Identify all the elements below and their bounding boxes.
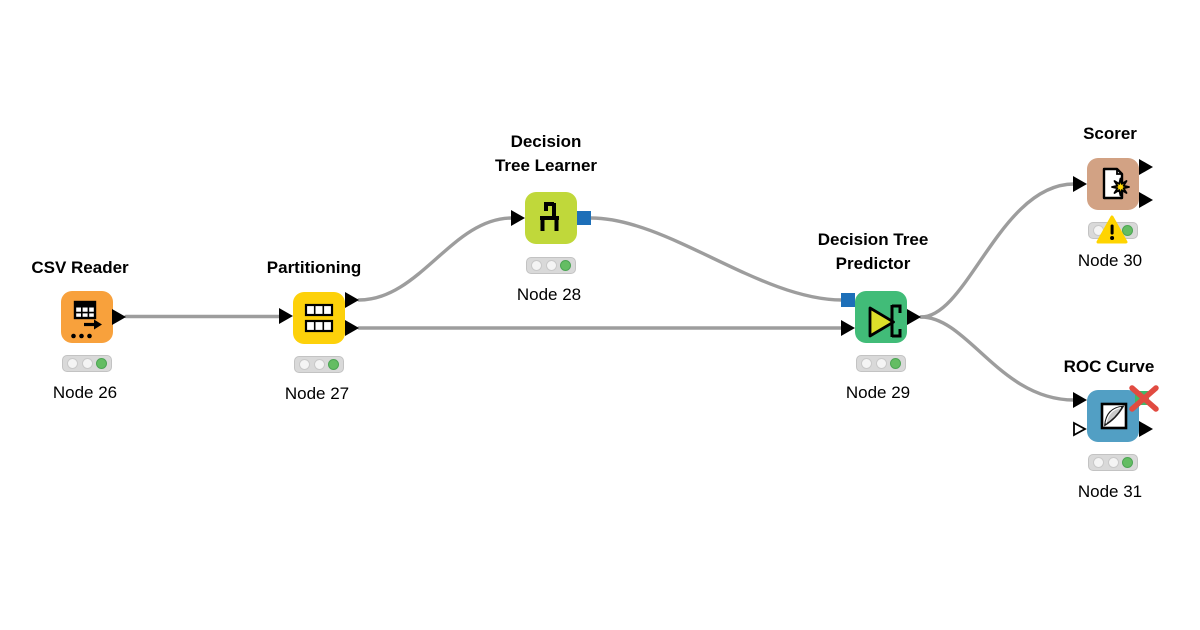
roc-curve-input-port[interactable]	[1073, 392, 1087, 408]
traffic-light-green	[1122, 457, 1133, 468]
partitioning-input-port[interactable]	[279, 308, 293, 324]
decision-tree-predictor-model-input-port[interactable]	[841, 293, 855, 307]
scorer-output-port-2[interactable]	[1139, 192, 1153, 208]
decision-tree-icon	[540, 202, 559, 231]
traffic-light-green	[1122, 225, 1133, 236]
node-title-decision-tree-predictor: Decision Tree Predictor	[817, 230, 929, 273]
star-glyph	[1111, 177, 1130, 197]
traffic-light-off	[67, 358, 78, 369]
node-decision-tree-predictor[interactable]	[855, 291, 907, 343]
error-cross-icon	[1129, 385, 1159, 412]
traffic-light-green	[96, 358, 107, 369]
traffic-light-off	[81, 358, 93, 369]
roc-curve-output-port[interactable]	[1139, 421, 1153, 437]
connection-learner-to-predictor[interactable]	[589, 216, 844, 302]
node-roc-curve[interactable]	[1087, 390, 1139, 442]
traffic-light-decision-tree-predictor	[856, 355, 906, 372]
roc-curve-optional-input-port[interactable]	[1073, 421, 1087, 437]
node-label-decision-tree-learner: Node 28	[516, 285, 582, 304]
traffic-light-off	[313, 359, 325, 370]
traffic-light-off	[299, 359, 310, 370]
traffic-light-partitioning	[294, 356, 344, 373]
predictor-triangle-tree-icon	[868, 304, 902, 338]
node-label-roc-curve: Node 31	[1077, 482, 1143, 501]
connection-partitioning-to-learner[interactable]	[357, 216, 514, 302]
node-label-csv-reader: Node 26	[52, 383, 118, 402]
node-title-decision-tree-learner: Decision Tree Learner	[494, 132, 598, 175]
node-partitioning[interactable]	[293, 292, 345, 344]
decision-tree-predictor-output-port[interactable]	[907, 309, 921, 325]
roc-plot-icon	[1100, 402, 1128, 430]
decision-tree-learner-input-port[interactable]	[511, 210, 525, 226]
node-decision-tree-learner[interactable]	[525, 192, 577, 244]
scorer-input-port[interactable]	[1073, 176, 1087, 192]
traffic-light-off	[531, 260, 542, 271]
decision-tree-learner-model-output-port[interactable]	[577, 211, 591, 225]
traffic-light-csv-reader	[62, 355, 112, 372]
connection-predictor-to-roc[interactable]	[919, 315, 1076, 402]
node-title-partitioning: Partitioning	[266, 258, 362, 277]
node-label-partitioning: Node 27	[284, 384, 350, 403]
warning-icon	[1096, 215, 1128, 244]
traffic-light-green	[560, 260, 571, 271]
traffic-light-off	[875, 358, 887, 369]
node-label-decision-tree-predictor: Node 29	[845, 383, 911, 402]
traffic-light-off	[1093, 457, 1104, 468]
node-title-roc-curve: ROC Curve	[1063, 357, 1155, 376]
node-label-scorer: Node 30	[1077, 251, 1143, 270]
traffic-light-off	[861, 358, 872, 369]
partitioning-output-port-1[interactable]	[345, 292, 359, 308]
scorer-output-port-1[interactable]	[1139, 159, 1153, 175]
decision-tree-predictor-data-input-port[interactable]	[841, 320, 855, 336]
traffic-light-decision-tree-learner	[526, 257, 576, 274]
split-table-icon	[304, 303, 334, 333]
traffic-light-roc-curve	[1088, 454, 1138, 471]
traffic-light-off	[1107, 457, 1119, 468]
node-title-csv-reader: CSV Reader	[31, 258, 129, 277]
traffic-light-off	[545, 260, 557, 271]
traffic-light-green	[890, 358, 901, 369]
partitioning-output-port-2[interactable]	[345, 320, 359, 336]
connection-predictor-to-scorer[interactable]	[919, 182, 1076, 319]
node-csv-reader[interactable]	[61, 291, 113, 343]
node-title-scorer: Scorer	[1083, 124, 1137, 143]
table-arrow-icon	[71, 300, 102, 339]
document-star-icon	[1102, 167, 1130, 200]
traffic-light-green	[328, 359, 339, 370]
csv-reader-output-port[interactable]	[112, 309, 126, 325]
node-scorer[interactable]	[1087, 158, 1139, 210]
